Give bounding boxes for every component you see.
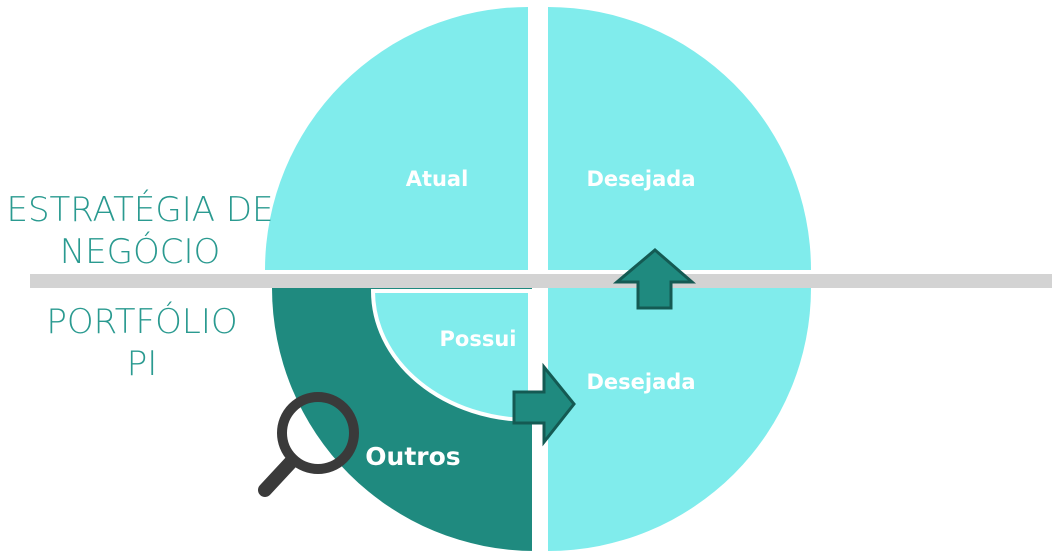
portfolio-label-line2: PI: [127, 344, 158, 384]
owns-label: Possui: [440, 327, 517, 351]
current-label: Atual: [406, 167, 469, 191]
desired-bottom-label: Desejada: [587, 370, 696, 394]
up-arrow-icon: [612, 248, 697, 310]
right-arrow-icon: [512, 362, 576, 447]
quadrant-owns: [370, 289, 532, 423]
desired-top-label: Desejada: [587, 167, 696, 191]
quadrant-desired-bottom: [548, 288, 811, 551]
magnifying-glass-icon: [258, 392, 359, 497]
strategy-label-line1: ESTRATÉGIA DE: [6, 189, 273, 230]
others-label: Outros: [365, 442, 460, 471]
strategy-label-line2: NEGÓCIO: [60, 231, 221, 272]
horizontal-divider: [30, 274, 1052, 288]
quadrant-current: [265, 7, 528, 270]
quadrant-desired-top: [548, 7, 811, 270]
portfolio-label-line1: PORTFÓLIO: [46, 301, 237, 342]
